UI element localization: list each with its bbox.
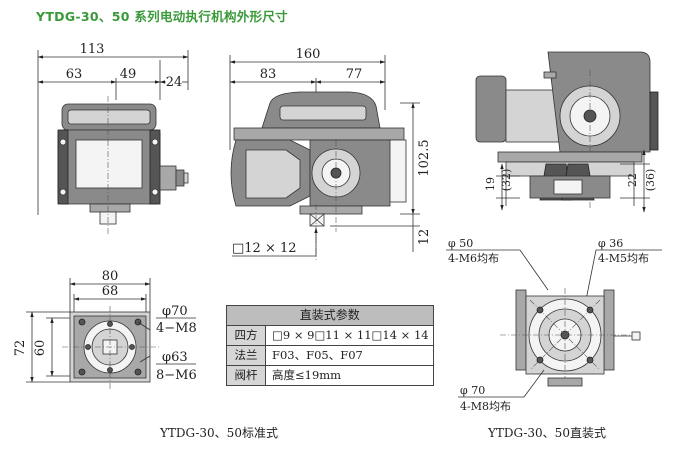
dim-direct-left-paren: (32) <box>500 169 513 192</box>
table-row: 四方 □9 × 9□11 × 11□14 × 14 <box>226 325 434 346</box>
dim-side-bottom: 12 <box>417 229 432 246</box>
table-row: 阀杆 高度≤19mm <box>226 365 434 386</box>
direct-bottom-view: φ 50 4-M6均布 φ 36 4-M5均布 <box>446 237 662 413</box>
dim-front-right: 49 <box>120 67 137 82</box>
caption-standard: YTDG-30、50标准式 <box>159 426 278 440</box>
dim-side-width: 160 <box>296 47 321 62</box>
spec-value-stem: 高度≤19mm <box>265 365 434 386</box>
spec-value-square: □9 × 9□11 × 11□14 × 14 <box>265 325 434 346</box>
dim-side-height: 102.5 <box>417 139 432 176</box>
label-dm-m6: 4-M6均布 <box>448 252 499 265</box>
label-phi63: φ63 <box>162 350 188 365</box>
page-title: YTDG-30、50 系列电动执行机构外形尺寸 <box>36 9 288 24</box>
spec-label-square: 四方 <box>226 325 266 346</box>
dim-square-drive: □12 × 12 <box>232 241 297 256</box>
dim-direct-left-top: 19 <box>484 177 497 191</box>
dim-bottom-width: 80 <box>102 269 119 284</box>
dim-bottom-inner-h: 60 <box>33 340 48 357</box>
label-m8: 4−M8 <box>156 321 197 336</box>
label-dm-m5: 4-M5均布 <box>598 252 649 265</box>
side-view: 160 83 77 102.5 12 <box>229 47 432 260</box>
spec-table: 直装式参数 四方 □9 × 9□11 × 11□14 × 14 法兰 F03、F… <box>226 305 434 386</box>
dim-side-left: 83 <box>260 67 277 82</box>
label-dm-m8: 4-M8均布 <box>460 400 511 413</box>
label-dm-phi70: φ 70 <box>460 384 485 397</box>
label-dm-phi36: φ 36 <box>598 237 623 250</box>
table-row: 法兰 F03、F05、F07 <box>226 345 434 366</box>
label-m6: 8−M6 <box>156 368 197 383</box>
spec-label-stem: 阀杆 <box>226 365 266 386</box>
direct-side-view: 19 (32) 22 (36) <box>475 51 659 213</box>
spec-table-header: 直装式参数 <box>226 305 434 326</box>
dim-bottom-height: 72 <box>13 340 28 357</box>
spec-label-flange: 法兰 <box>226 345 266 366</box>
dim-side-right: 77 <box>346 67 363 82</box>
label-dm-phi50: φ 50 <box>448 237 473 250</box>
spec-value-flange: F03、F05、F07 <box>265 345 434 366</box>
dim-front-width: 113 <box>80 42 105 57</box>
caption-direct: YTDG-30、50直装式 <box>487 426 606 440</box>
bottom-view: 80 68 72 60 <box>13 269 197 390</box>
front-view: 113 63 49 24 <box>37 42 189 236</box>
dim-front-depth: 24 <box>166 75 183 90</box>
dim-front-left: 63 <box>66 67 83 82</box>
label-phi70: φ70 <box>162 304 188 319</box>
dim-bottom-inner: 68 <box>102 284 119 299</box>
dim-direct-right-top: 22 <box>626 173 639 187</box>
dim-direct-right-paren: (36) <box>644 169 657 192</box>
